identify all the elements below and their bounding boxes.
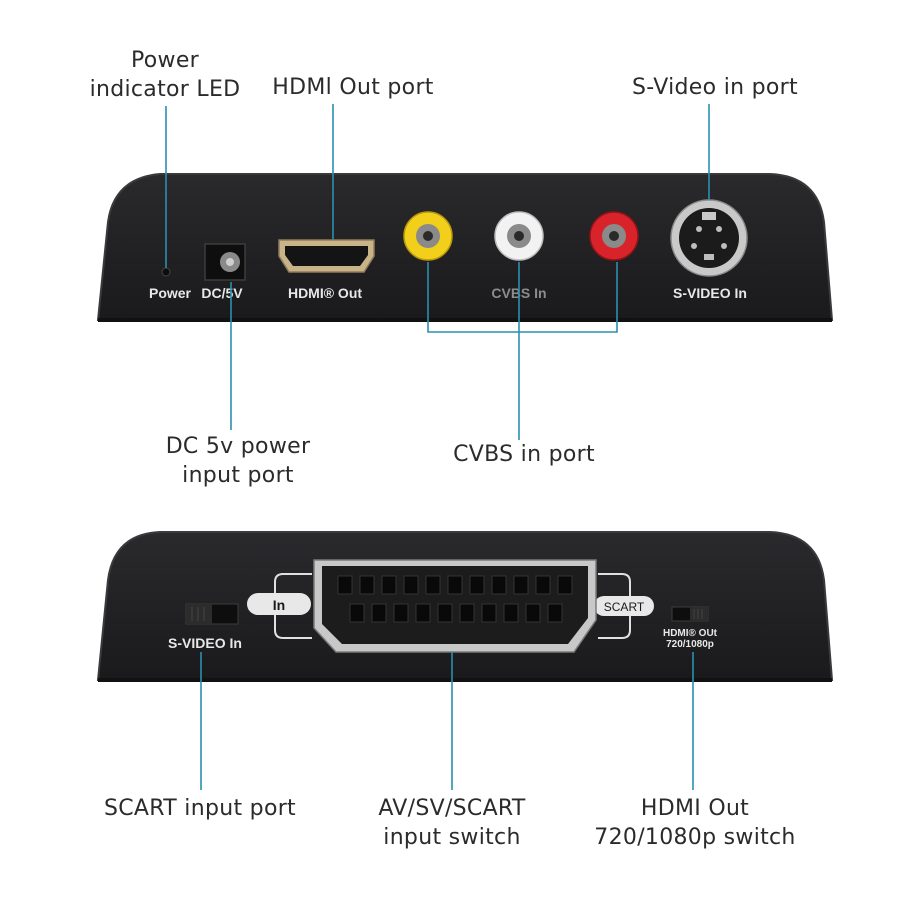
svideo-in-label: S-VIDEO In bbox=[673, 285, 747, 301]
callout-hdmi-switch: HDMI Out 720/1080p switch bbox=[594, 796, 796, 850]
callout-hdmi-out: HDMl Out port bbox=[272, 75, 434, 100]
power-label: Power bbox=[149, 285, 192, 301]
callout-svideo-in: S-Video in port bbox=[632, 75, 798, 100]
rca-white-icon bbox=[494, 211, 544, 261]
top-device: Power DC/5V HDMI® Out CVBS In S-VIDEO In bbox=[96, 173, 834, 322]
switch-scart-badge: SCART bbox=[594, 596, 654, 616]
scart-connector-icon bbox=[313, 559, 597, 653]
switch-in-badge: In bbox=[247, 593, 311, 615]
callout-dc-input: DC 5v power input port bbox=[165, 434, 311, 488]
hdmi-out-label: HDMI® Out bbox=[288, 285, 362, 301]
hdmi-switch-label-line1: HDMI® OUt bbox=[663, 628, 718, 639]
svg-text:SCART: SCART bbox=[604, 600, 645, 614]
bottom-device: S-VIDEO In In SCART bbox=[96, 531, 834, 682]
rca-yellow-icon bbox=[403, 211, 453, 261]
power-led-icon bbox=[161, 267, 171, 277]
callout-input-switch: AV/SV/SCART input switch bbox=[378, 796, 526, 850]
bottom-svideo-label: S-VIDEO In bbox=[168, 635, 242, 651]
callout-cvbs-in: CVBS in port bbox=[453, 442, 595, 467]
scart-pins bbox=[337, 575, 573, 623]
svideo-port-icon bbox=[670, 199, 748, 277]
rca-red-icon bbox=[589, 211, 639, 261]
leader-lines bbox=[165, 104, 710, 790]
dc-jack-icon bbox=[204, 243, 246, 281]
hdmi-port-icon bbox=[278, 239, 375, 273]
svideo-switch-icon bbox=[185, 603, 239, 625]
callout-power-led: Power indicator LED bbox=[89, 48, 241, 102]
dc-label: DC/5V bbox=[201, 285, 243, 301]
hdmi-resolution-switch-icon bbox=[671, 606, 709, 622]
leader-cvbs-bracket bbox=[427, 262, 618, 333]
hdmi-switch-label-line2: 720/1080p bbox=[666, 639, 714, 650]
callout-scart-input: SCART input port bbox=[104, 796, 296, 821]
svg-text:In: In bbox=[273, 597, 285, 613]
